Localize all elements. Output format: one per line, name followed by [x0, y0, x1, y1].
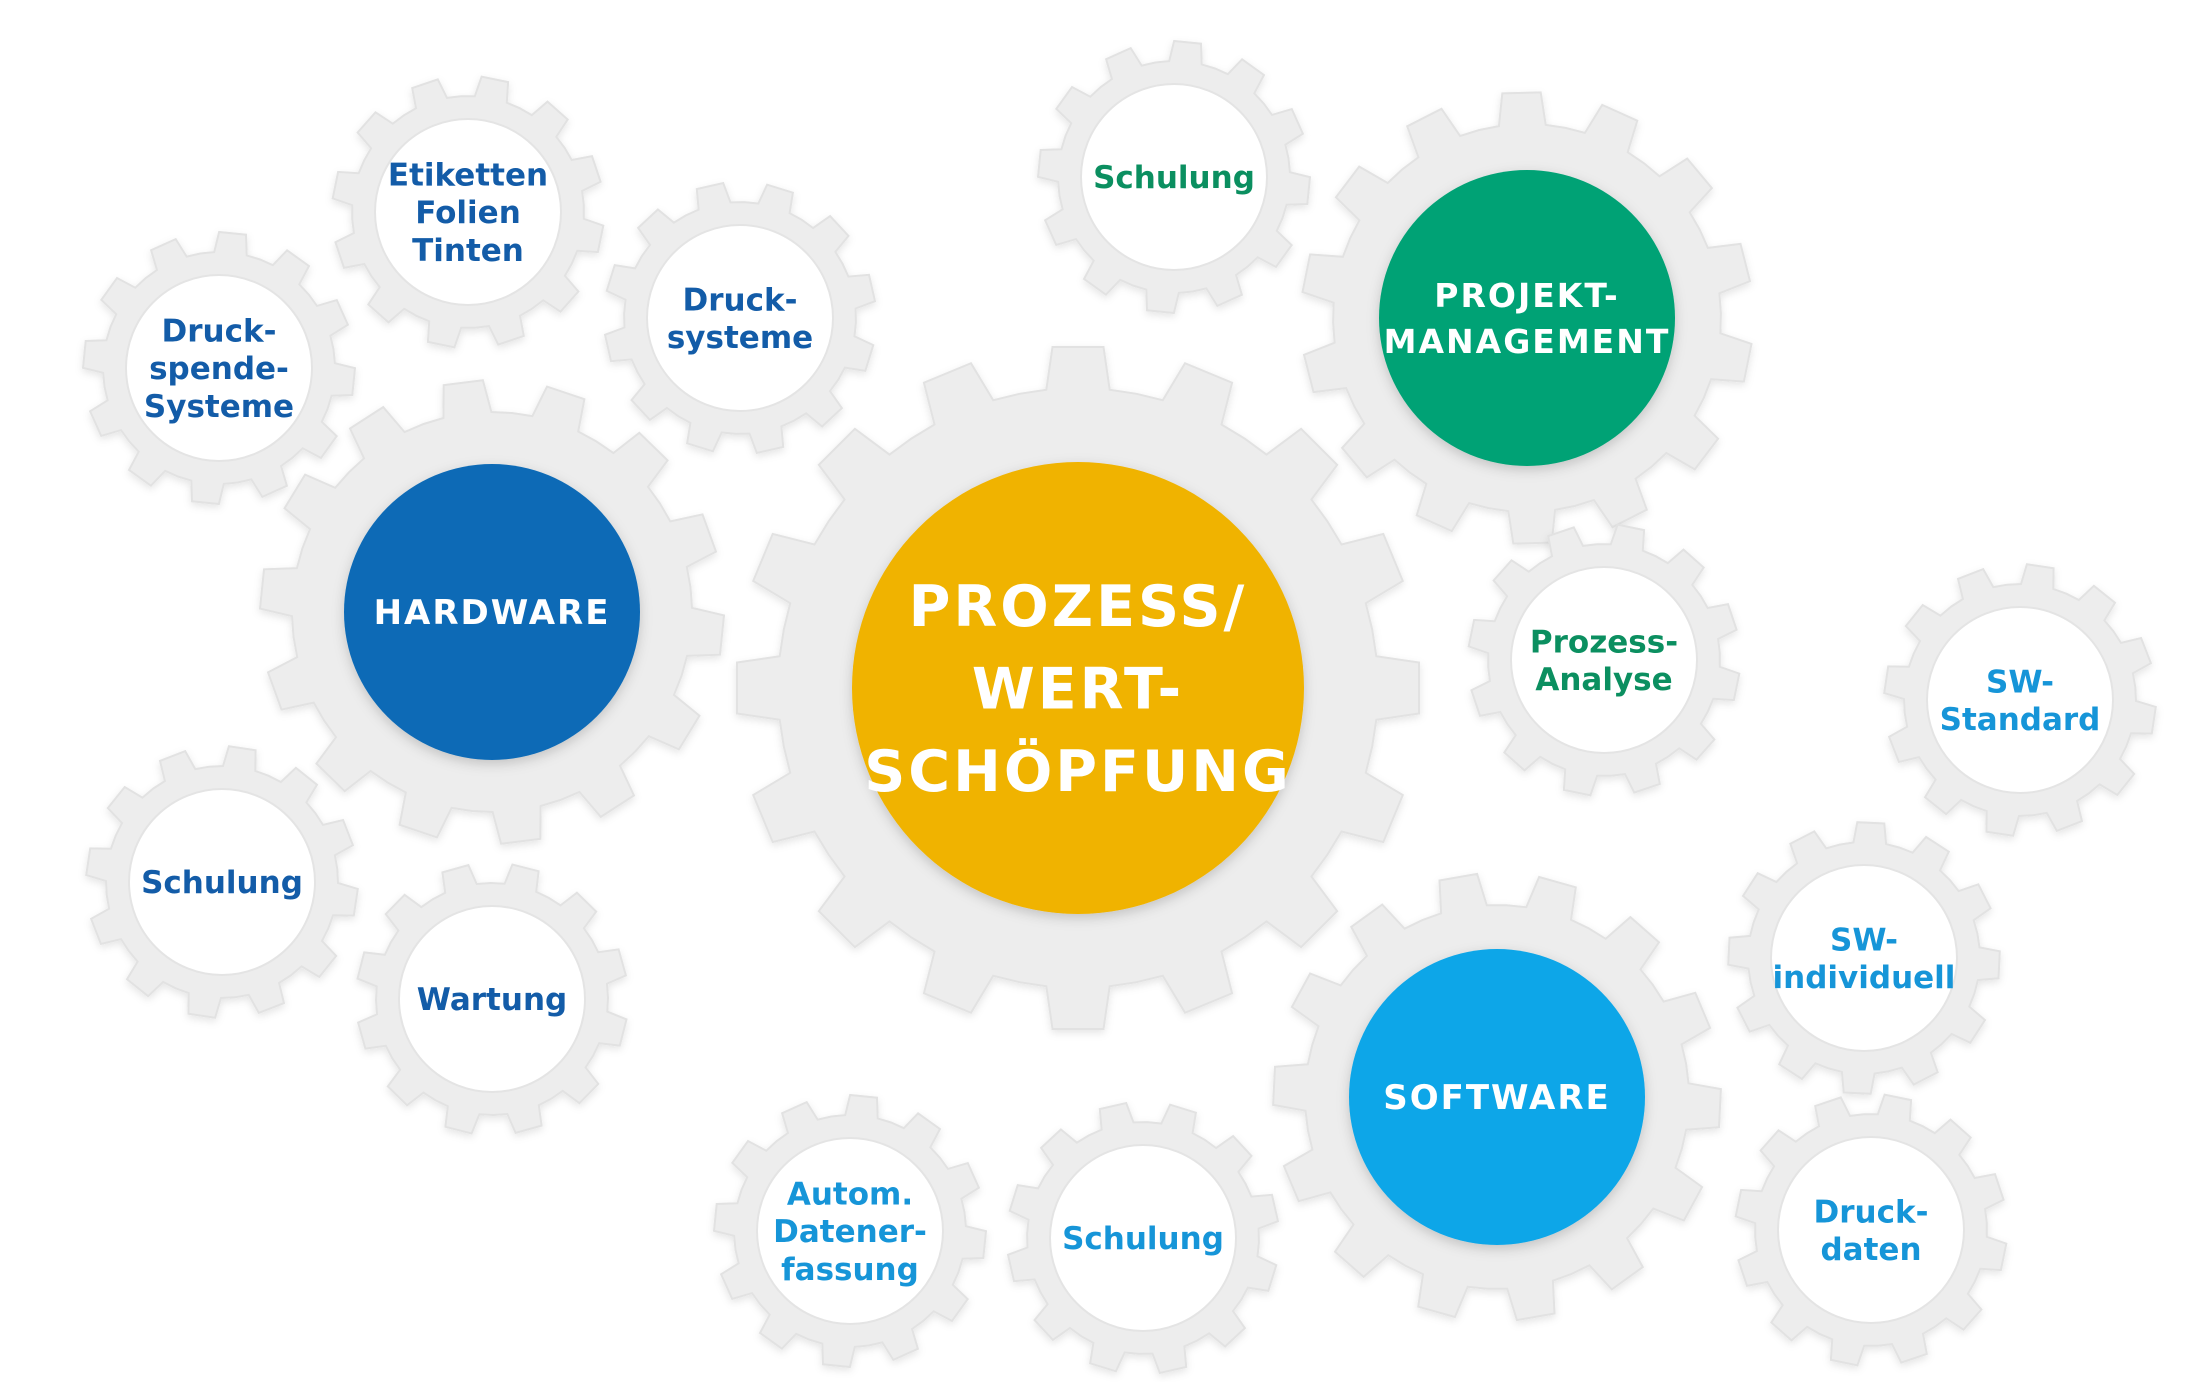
- software-druckdaten-label-line: Druck-: [1814, 1194, 1929, 1230]
- software-schulung-gear: Schulung: [1006, 1101, 1280, 1375]
- hardware-drucksysteme-disc: [646, 224, 834, 412]
- software-autom-datenerfassung-gear: Autom.Datener-fassung: [712, 1093, 988, 1369]
- hardware-etiketten-folien-tinten-label-line: Etiketten: [388, 157, 548, 193]
- process-center-label-line: WERT-: [972, 657, 1184, 723]
- software-sw-standard-disc: [1926, 606, 2114, 794]
- software-druckdaten-disc: [1777, 1136, 1965, 1324]
- projektmanagement-hub-label: PROJEKT- MANAGEMENT: [1384, 276, 1671, 361]
- software-autom-datenerfassung-label-line: Autom.: [787, 1176, 913, 1212]
- process-center-label: PROZESS/WERT- SCHÖPFUNG: [864, 574, 1292, 805]
- hardware-wartung-label-line: Wartung: [417, 982, 567, 1018]
- hardware-druckspende-systeme-gear: Druck-spende-Systeme: [81, 230, 357, 506]
- projektmanagement-hub-label-line: PROJEKT-: [1434, 276, 1619, 315]
- hardware-etiketten-folien-tinten-label-line: Tinten: [412, 233, 524, 269]
- software-hub-label: SOFTWARE: [1383, 1078, 1611, 1118]
- software-autom-datenerfassung-label: Autom.Datener-fassung: [773, 1176, 927, 1288]
- projektmanagement-schulung-disc: [1080, 83, 1268, 271]
- software-druckdaten-gear: Druck-daten: [1734, 1093, 2008, 1367]
- hardware-hub-disc: [344, 464, 640, 760]
- projektmanagement-prozess-analyse-label: Prozess-Analyse: [1530, 624, 1678, 698]
- hardware-drucksysteme-gear: Druck-systeme: [603, 181, 877, 455]
- hardware-druckspende-systeme-label: Druck-spende-Systeme: [144, 313, 294, 425]
- hardware-schulung-label: Schulung: [141, 865, 303, 901]
- software-druckdaten-label: Druck-daten: [1814, 1194, 1929, 1268]
- software-hub-label-line: SOFTWARE: [1383, 1078, 1611, 1118]
- hardware-drucksysteme-label-line: systeme: [667, 320, 813, 356]
- process-center-label-line: PROZESS/: [909, 574, 1248, 640]
- projektmanagement-schulung-gear: Schulung: [1036, 39, 1312, 315]
- process-center-disc: [852, 462, 1304, 914]
- hardware-drucksysteme-label: Druck-systeme: [667, 282, 813, 356]
- software-sw-standard-gear: SW-Standard: [1883, 563, 2157, 837]
- hardware-wartung-label: Wartung: [417, 982, 567, 1018]
- software-sw-individuell-disc: [1770, 864, 1958, 1052]
- hardware-wartung-disc: [398, 905, 586, 1093]
- software-sw-individuell-label-line: SW-: [1830, 922, 1898, 958]
- software-schulung-disc: [1049, 1144, 1237, 1332]
- software-sw-standard-label-line: SW-: [1986, 664, 2054, 700]
- hardware-hub-label-line: HARDWARE: [374, 593, 611, 633]
- software-schulung-label: Schulung: [1062, 1221, 1224, 1257]
- hardware-wartung-gear: Wartung: [356, 863, 628, 1135]
- software-autom-datenerfassung-label-line: fassung: [781, 1252, 919, 1288]
- projektmanagement-prozess-analyse-label-line: Analyse: [1535, 662, 1672, 698]
- hardware-etiketten-folien-tinten-disc: [374, 118, 562, 306]
- software-schulung-label-line: Schulung: [1062, 1221, 1224, 1257]
- software-hub-disc: [1349, 949, 1645, 1245]
- software-autom-datenerfassung-disc: [756, 1137, 944, 1325]
- projektmanagement-prozess-analyse-label-line: Prozess-: [1530, 624, 1678, 660]
- hardware-hub-label: HARDWARE: [374, 593, 611, 633]
- hardware-etiketten-folien-tinten-label-line: Folien: [415, 195, 521, 231]
- hardware-druckspende-systeme-disc: [125, 274, 313, 462]
- process-center-gear: PROZESS/WERT- SCHÖPFUNG: [736, 346, 1420, 1030]
- hardware-druckspende-systeme-label-line: spende-: [149, 351, 289, 387]
- projektmanagement-prozess-analyse-disc: [1510, 566, 1698, 754]
- software-hub-gear: SOFTWARE: [1272, 872, 1722, 1322]
- software-sw-individuell-label: SW-individuell: [1773, 922, 1956, 996]
- software-sw-individuell-gear: SW-individuell: [1727, 821, 2001, 1095]
- projektmanagement-hub-label-line: MANAGEMENT: [1384, 322, 1671, 361]
- software-sw-individuell-label-line: individuell: [1773, 960, 1956, 996]
- hardware-druckspende-systeme-label-line: Druck-: [162, 313, 277, 349]
- projektmanagement-schulung-label: Schulung: [1093, 160, 1255, 196]
- software-sw-standard-label: SW-Standard: [1940, 664, 2101, 738]
- hardware-schulung-label-line: Schulung: [141, 865, 303, 901]
- hardware-hub-gear: HARDWARE: [258, 379, 726, 845]
- hardware-druckspende-systeme-label-line: Systeme: [144, 389, 294, 425]
- hardware-schulung-disc: [128, 788, 316, 976]
- software-sw-standard-label-line: Standard: [1940, 702, 2101, 738]
- hardware-drucksysteme-label-line: Druck-: [683, 282, 798, 318]
- projektmanagement-prozess-analyse-gear: Prozess-Analyse: [1467, 523, 1741, 797]
- projektmanagement-schulung-label-line: Schulung: [1093, 160, 1255, 196]
- projektmanagement-hub-disc: [1379, 170, 1675, 466]
- software-autom-datenerfassung-label-line: Datener-: [773, 1214, 927, 1250]
- hardware-schulung-gear: Schulung: [85, 745, 359, 1019]
- software-druckdaten-label-line: daten: [1820, 1232, 1921, 1268]
- process-center-label-line: SCHÖPFUNG: [864, 737, 1292, 805]
- projektmanagement-hub-gear: PROJEKT- MANAGEMENT: [1301, 91, 1753, 545]
